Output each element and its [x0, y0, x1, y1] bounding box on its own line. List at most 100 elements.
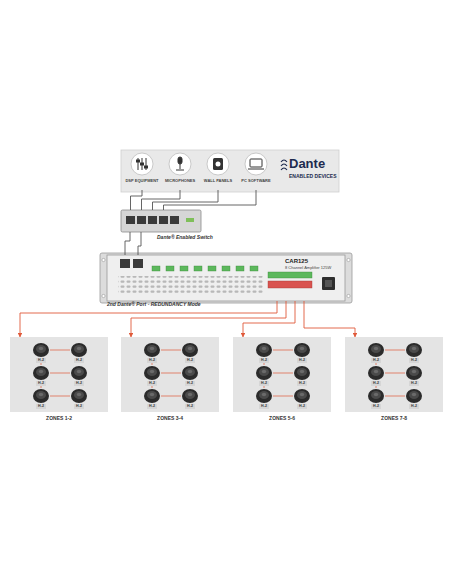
model-tag: H-2	[297, 381, 307, 386]
cable	[161, 396, 181, 397]
zone-panel: ZONES 5-6H-2H-2H-2H-2H-2H-2	[233, 337, 331, 412]
model-tag: H-2	[409, 404, 419, 409]
cable	[273, 396, 293, 397]
model-tag: H-2	[371, 404, 381, 409]
cable	[164, 190, 257, 210]
speaker: H-2	[32, 342, 50, 363]
node-label: WALL PANELS	[199, 179, 237, 183]
model-tag: H-2	[147, 358, 157, 363]
speaker-symbol	[367, 365, 385, 381]
speaker: H-2	[293, 365, 311, 386]
model-tag: H-2	[185, 404, 195, 409]
model-tag: H-2	[259, 404, 269, 409]
speaker-symbol	[293, 388, 311, 404]
speaker-symbol	[405, 342, 423, 358]
device-icon: DSP EQUIPMENT	[123, 152, 161, 190]
speaker: H-2	[70, 365, 88, 386]
model-tag: H-2	[36, 381, 46, 386]
node-sublabel: ENABLED DEVICES	[289, 174, 337, 179]
model-tag: H-2	[409, 381, 419, 386]
speaker-symbol	[70, 388, 88, 404]
cable	[50, 396, 70, 397]
cable	[50, 350, 70, 351]
switch-ports	[126, 216, 194, 224]
node-label: ZONES 1-2	[10, 416, 108, 421]
node-label: Dante® Enabled Switch	[157, 235, 213, 240]
speaker: H-2	[181, 365, 199, 386]
speaker: H-2	[255, 388, 273, 409]
speaker: H-2	[181, 342, 199, 363]
icon-symbol	[161, 152, 199, 178]
zone-panel	[121, 337, 219, 412]
speaker-symbol	[367, 342, 385, 358]
model-tag: H-2	[259, 381, 269, 386]
devices-panel	[121, 150, 339, 192]
device-icon: WALL PANELS	[199, 152, 237, 190]
speaker: H-2	[405, 388, 423, 409]
speaker: H-2	[143, 365, 161, 386]
cable	[385, 396, 405, 397]
model-tag: H-2	[74, 381, 84, 386]
speaker: H-2	[405, 342, 423, 363]
speaker: H-2	[255, 365, 273, 386]
speaker-symbol	[70, 342, 88, 358]
speaker: H-2	[143, 342, 161, 363]
cable	[153, 190, 219, 210]
icon-symbol	[199, 152, 237, 178]
device-icon: PC SOFTWARE	[237, 152, 275, 190]
cable	[264, 386, 265, 388]
model-tag: H-2	[36, 358, 46, 363]
speaker-symbol	[143, 388, 161, 404]
model-tag: H-2	[371, 381, 381, 386]
node-label: PC SOFTWARE	[237, 179, 275, 183]
model-tag: H-2	[147, 381, 157, 386]
speaker: H-2	[32, 365, 50, 386]
node-label: ZONES 7-8	[345, 416, 443, 421]
device-icon: MICROPHONES	[161, 152, 199, 190]
model-tag: H-2	[409, 358, 419, 363]
cable	[138, 232, 141, 255]
speaker: H-2	[32, 388, 50, 409]
speaker: H-2	[293, 388, 311, 409]
speaker: H-2	[367, 365, 385, 386]
node-label: DSP EQUIPMENT	[123, 179, 161, 183]
cable	[50, 373, 70, 374]
speaker-symbol	[181, 342, 199, 358]
cable	[161, 350, 181, 351]
model-tag: H-2	[185, 381, 195, 386]
cable	[385, 373, 405, 374]
speaker-symbol	[143, 342, 161, 358]
dante-logo-mark	[281, 160, 287, 170]
speaker-symbol	[181, 365, 199, 381]
cable	[131, 190, 143, 210]
cable	[142, 190, 181, 210]
zone-panel	[10, 337, 108, 412]
cable	[273, 350, 293, 351]
zone-panel: ZONES 3-4H-2H-2H-2H-2H-2H-2	[121, 337, 219, 412]
note-label: 2nd Dante® Port - REDUNDANCY Mode	[107, 302, 201, 307]
speaker: H-2	[293, 342, 311, 363]
node-label: ZONES 3-4	[121, 416, 219, 421]
speaker-symbol	[255, 342, 273, 358]
cable	[161, 373, 181, 374]
speaker: H-2	[143, 388, 161, 409]
cable	[273, 373, 293, 374]
node-label: Dante	[289, 157, 325, 170]
speaker: H-2	[255, 342, 273, 363]
model-tag: H-2	[371, 358, 381, 363]
speaker-symbol	[32, 365, 50, 381]
model-tag: H-2	[74, 404, 84, 409]
speaker: H-2	[367, 388, 385, 409]
cable	[243, 301, 295, 337]
cable	[376, 363, 377, 365]
speaker-symbol	[32, 388, 50, 404]
model-tag: H-2	[36, 404, 46, 409]
speaker-symbol	[181, 388, 199, 404]
zone-panel	[233, 337, 331, 412]
speaker-symbol	[255, 388, 273, 404]
model-tag: H-2	[259, 358, 269, 363]
speaker-symbol	[143, 365, 161, 381]
